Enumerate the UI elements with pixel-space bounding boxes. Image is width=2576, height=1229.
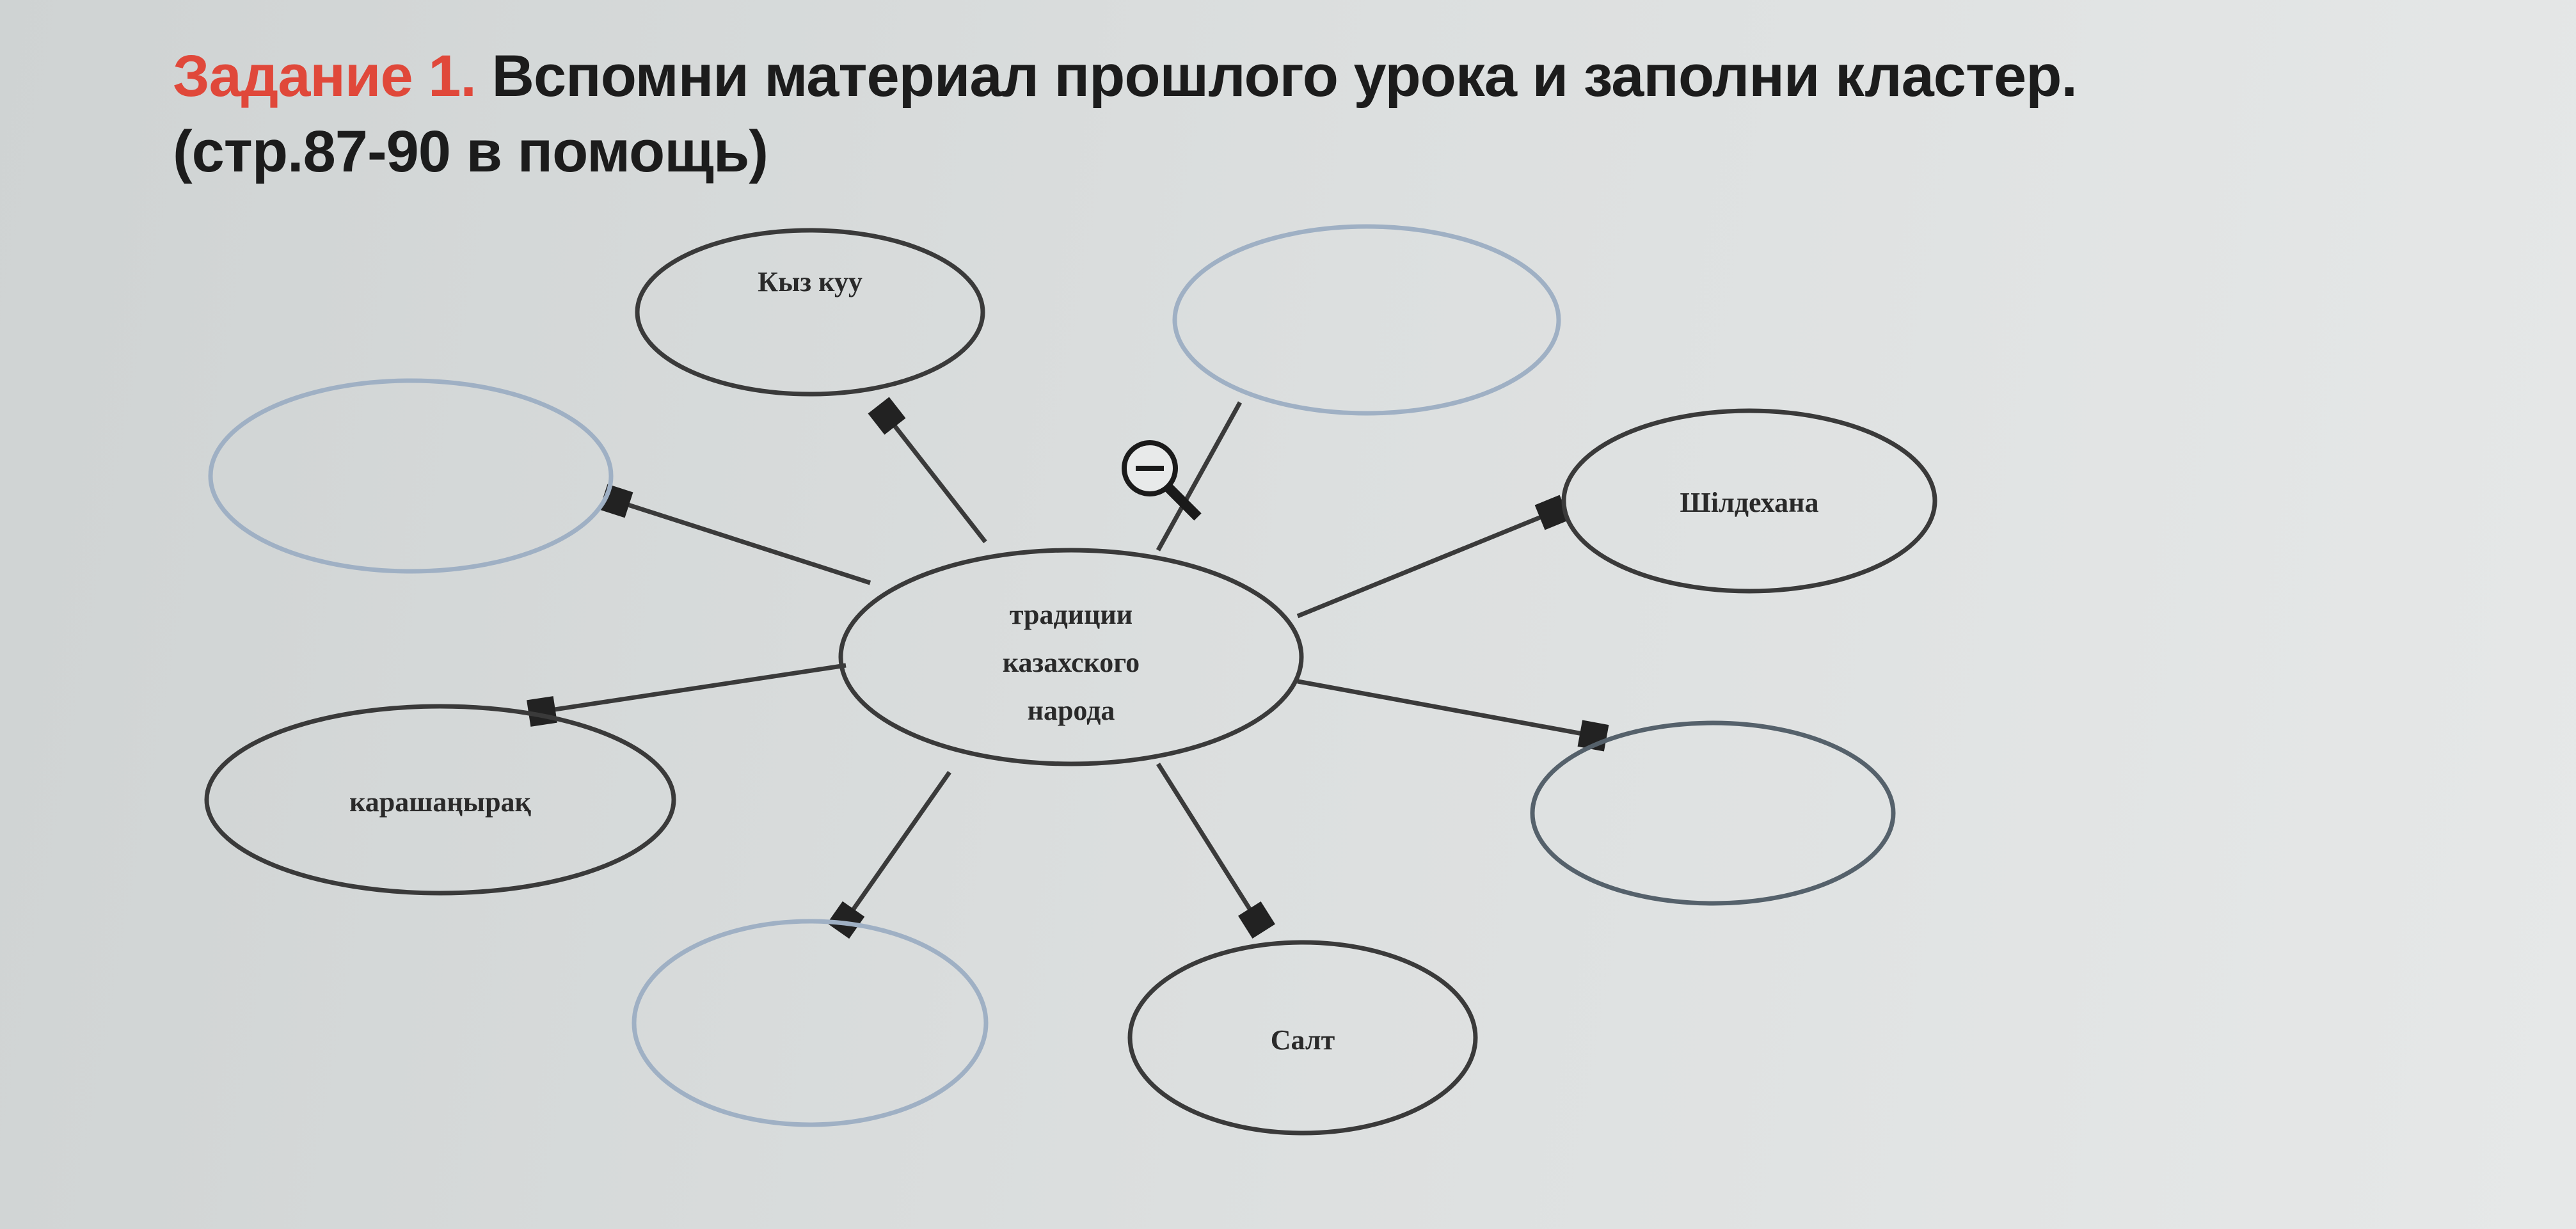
connector-arrow: [1156, 763, 1275, 939]
node-text: Шілдехана: [1680, 487, 1819, 518]
task-heading: Задание 1. Вспомни материал прошлого уро…: [173, 38, 2078, 189]
connector-arrow: [827, 770, 951, 939]
center-text-line3: народа: [1028, 695, 1115, 726]
node-left-empty[interactable]: [208, 378, 614, 574]
connector-arrow: [1296, 495, 1570, 619]
task-hint: (стр.87-90 в помощь): [173, 119, 768, 184]
task-instruction: Вспомни материал прошлого урока и заполн…: [491, 44, 2078, 109]
node-text: Салт: [1271, 1024, 1335, 1056]
connector-line: [1156, 401, 1243, 551]
node-bottom-left-empty[interactable]: [632, 919, 989, 1127]
node-top-right-empty[interactable]: [1172, 224, 1561, 416]
center-text-line2: казахского: [1003, 647, 1140, 678]
task-label: Задание 1.: [173, 44, 477, 109]
node-right-upper: [1561, 408, 1937, 594]
node-text: Кыз куу: [758, 266, 863, 297]
connector-arrow: [868, 397, 987, 544]
node-top-left: [635, 228, 985, 397]
node-text: карашаңырақ: [349, 786, 531, 818]
connector-arrow: [527, 663, 847, 727]
center-node: [838, 548, 1304, 766]
connector-arrow: [599, 484, 871, 585]
connector-arrow: [1297, 679, 1609, 752]
center-text-line1: традиции: [1010, 599, 1133, 630]
node-right-lower-empty[interactable]: [1530, 720, 1896, 906]
node-bottom-right: [1127, 940, 1478, 1136]
node-left-lower: [204, 704, 676, 896]
zoom-out-icon[interactable]: [1122, 440, 1202, 521]
